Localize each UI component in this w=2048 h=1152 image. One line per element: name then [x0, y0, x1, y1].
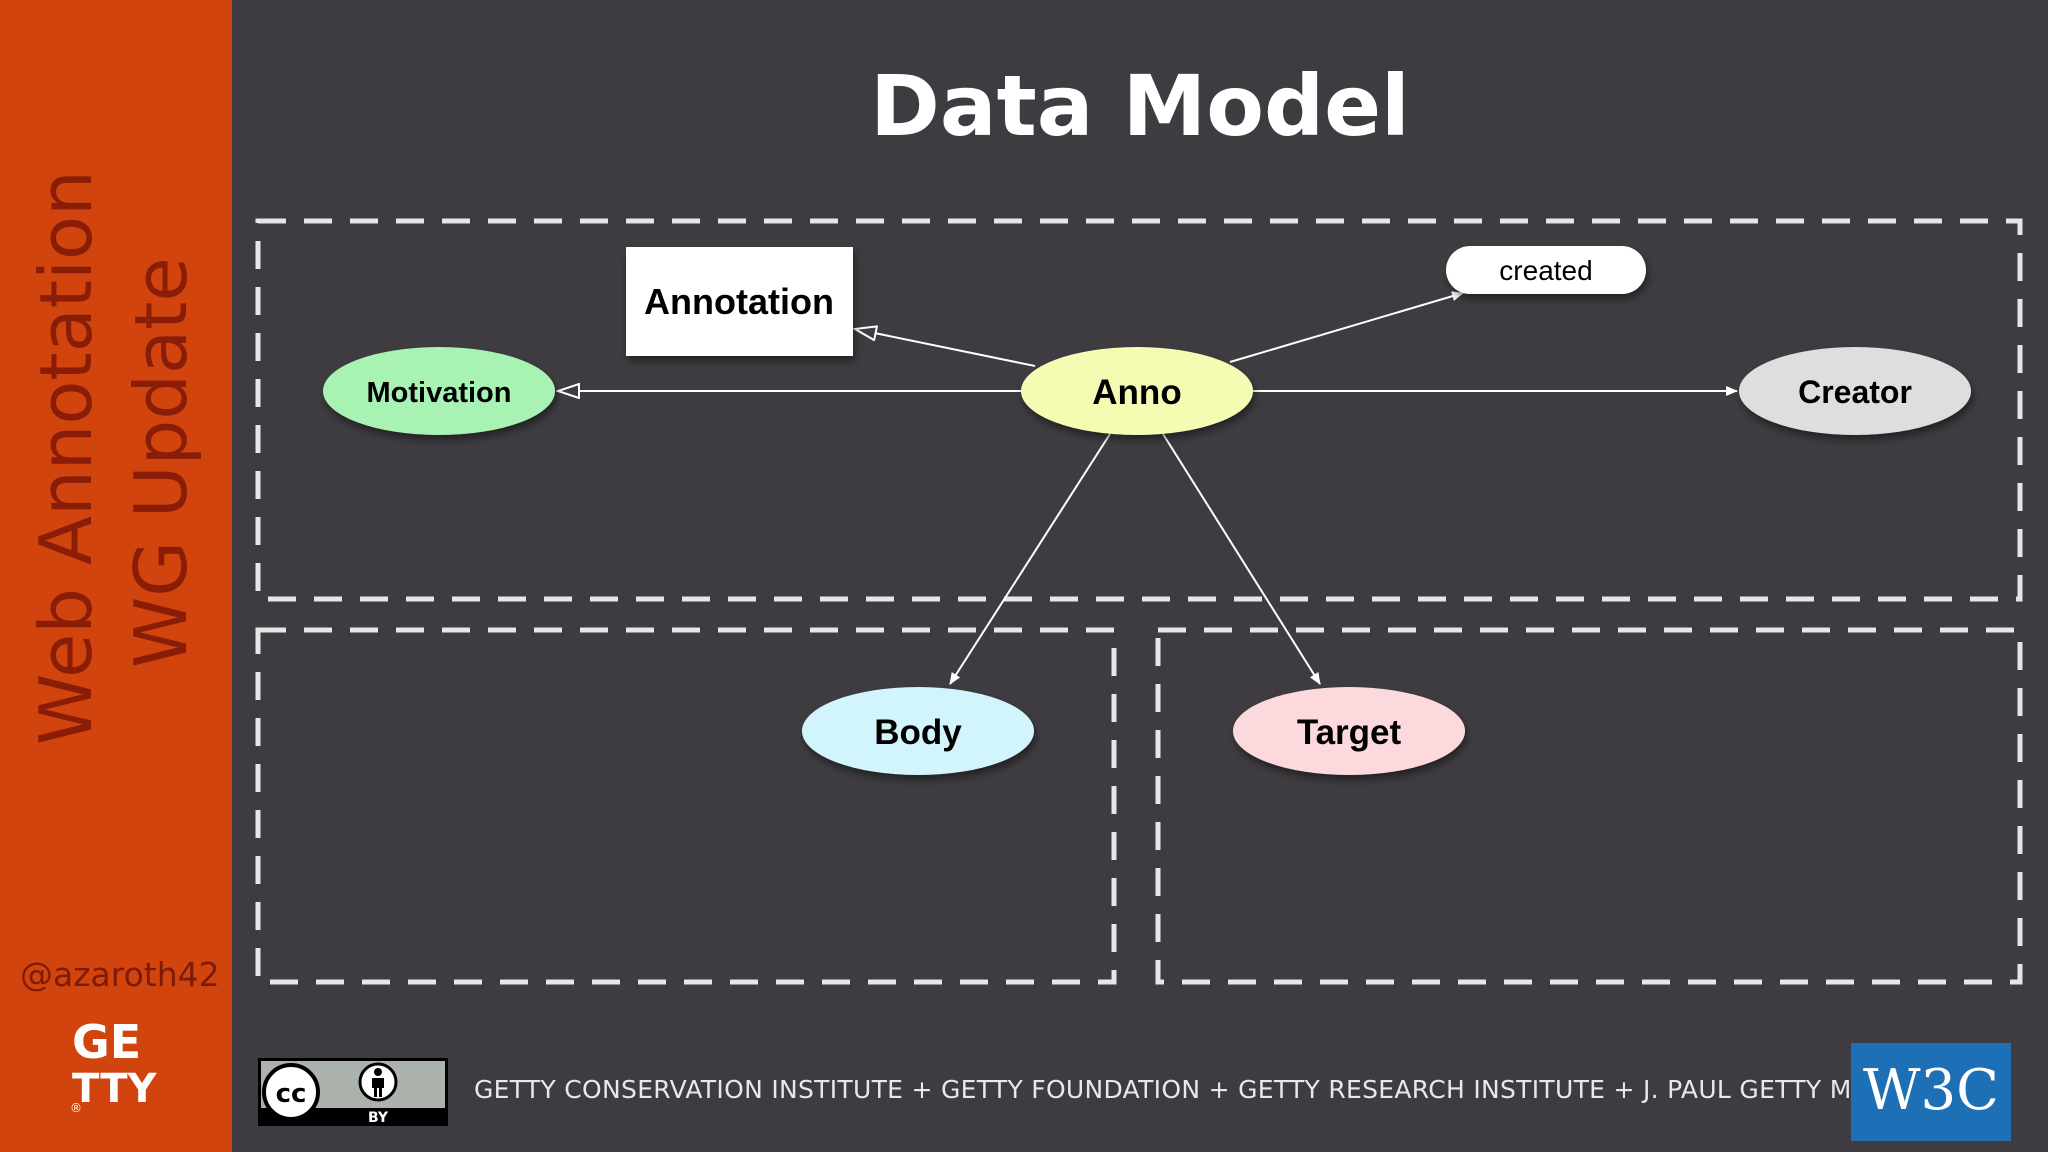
creator-label: Creator — [1798, 374, 1912, 410]
node-creator: Creator — [1739, 347, 1971, 435]
getty-logo: GE TTY ® — [70, 1015, 157, 1112]
node-annotation-class: Annotation — [626, 247, 853, 356]
group-box-target — [1155, 627, 2023, 985]
node-body: Body — [802, 687, 1034, 775]
motivation-ellipse — [323, 347, 555, 435]
edge-anno-body — [949, 433, 1111, 685]
by-label: BY — [368, 1110, 389, 1126]
w3c-logo: W3C — [1851, 1043, 2011, 1141]
node-anno: Anno — [1021, 347, 1253, 435]
attribution-person-icon — [358, 1062, 398, 1102]
group-box-body — [255, 627, 1117, 985]
edge-anno-annotation-type — [855, 329, 1036, 367]
cc-icon-text: cc — [276, 1079, 307, 1109]
getty-logo-bottom: TTY — [72, 1066, 157, 1112]
sidebar: Web Annotation WG Update @azaroth42 GE T… — [0, 0, 232, 1152]
body-ellipse — [802, 687, 1034, 775]
cc-icon — [262, 1063, 320, 1121]
edge-anno-created — [1229, 291, 1464, 363]
getty-logo-mark: ® — [70, 1101, 82, 1112]
cc-by-license-badge: cc BY — [258, 1058, 448, 1126]
created-pill — [1446, 246, 1646, 294]
motivation-label: Motivation — [367, 377, 512, 409]
anno-label: Anno — [1092, 373, 1181, 412]
created-label: created — [1499, 255, 1592, 286]
footer-institutions: GETTY CONSERVATION INSTITUTE + GETTY FOU… — [474, 1075, 1943, 1104]
node-created: created — [1446, 246, 1646, 294]
target-ellipse — [1233, 687, 1465, 775]
node-target: Target — [1233, 687, 1465, 775]
edge-anno-target — [1162, 433, 1321, 685]
target-label: Target — [1297, 713, 1402, 752]
annotation-class-box — [626, 247, 853, 356]
w3c-logo-text: W3C — [1863, 1058, 1999, 1123]
anno-ellipse — [1021, 347, 1253, 435]
slide-title: Data Model — [870, 57, 1410, 155]
getty-logo-top: GE — [72, 1015, 141, 1069]
body-label: Body — [874, 713, 962, 752]
node-motivation: Motivation — [323, 347, 555, 435]
creator-ellipse — [1739, 347, 1971, 435]
group-box-annotation — [255, 218, 2023, 602]
twitter-handle: @azaroth42 — [20, 955, 220, 994]
annotation-class-label: Annotation — [644, 281, 834, 322]
